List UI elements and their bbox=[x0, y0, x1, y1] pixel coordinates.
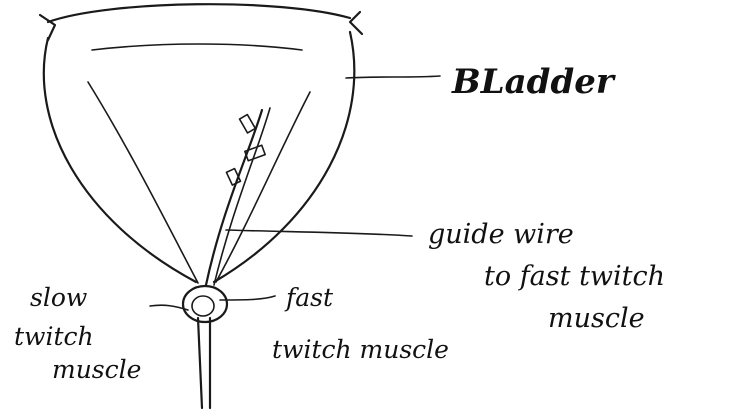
bladder-internal-lines bbox=[88, 82, 310, 283]
urethra bbox=[198, 318, 210, 408]
guide-wire-label-line1: guide wire bbox=[428, 219, 574, 250]
fast-twitch-label-line2: twitch muscle bbox=[272, 335, 449, 364]
slow-twitch-label-line2: twitch bbox=[14, 322, 94, 351]
fast-twitch-muscle-ring bbox=[192, 296, 214, 316]
fast-twitch-label-line1: fast bbox=[284, 283, 334, 312]
bladder-leader-line bbox=[346, 76, 440, 78]
guide-wire-clip-upper bbox=[240, 115, 256, 133]
guide-wire-leader-line bbox=[226, 230, 412, 236]
slow-twitch-label-line3: muscle bbox=[52, 355, 141, 384]
sphincter-rings bbox=[183, 286, 227, 322]
bladder-outline bbox=[40, 4, 362, 282]
guide-wire bbox=[206, 108, 270, 285]
bladder-fluid-line bbox=[92, 44, 302, 50]
guide-wire-label-line3: muscle bbox=[548, 303, 645, 334]
bladder-label: BLadder bbox=[451, 62, 616, 102]
fast-twitch-leader-line bbox=[220, 296, 275, 300]
guide-wire-label-line2: to fast twitch bbox=[484, 261, 665, 292]
slow-twitch-label-line1: slow bbox=[30, 283, 87, 312]
guide-wire-clip-lower bbox=[226, 169, 240, 185]
